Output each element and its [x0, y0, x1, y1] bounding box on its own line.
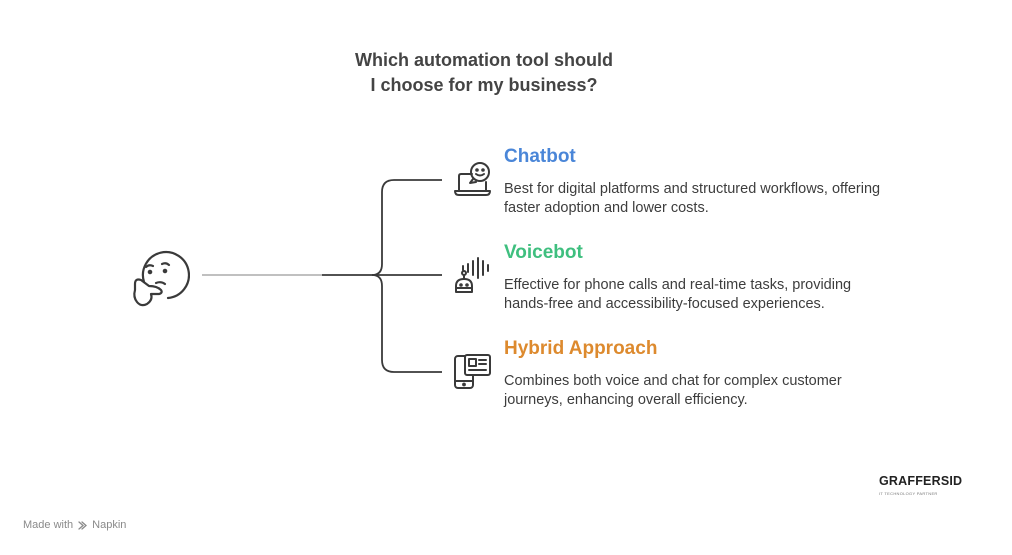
- desc-line: Combines both voice and chat for complex…: [504, 373, 842, 389]
- napkin-label: Napkin: [92, 519, 127, 531]
- napkin-logo-icon: [78, 520, 88, 530]
- robot-voice-icon: [455, 257, 489, 293]
- thinking-face-icon: [133, 250, 190, 307]
- branch-upper: [371, 179, 442, 276]
- desc-line: Best for digital platforms and structure…: [504, 181, 881, 197]
- desc-line: hands-free and accessibility-focused exp…: [504, 296, 825, 312]
- brand-tagline: IT TECHNOLOGY PARTNER: [879, 491, 938, 496]
- desc-line: faster adoption and lower costs.: [504, 200, 709, 216]
- branch-lower: [371, 274, 442, 373]
- desc-line: Effective for phone calls and real-time …: [504, 277, 852, 293]
- title-line-2: I choose for my business?: [370, 75, 598, 95]
- desc-line: journeys, enhancing overall efficiency.: [504, 392, 748, 408]
- phone-document-icon: [454, 354, 491, 389]
- graffersid-logo: GRAFFERSID IT TECHNOLOGY PARTNER: [879, 472, 969, 496]
- option-desc-chatbot: Best for digital platforms and structure…: [504, 180, 914, 218]
- made-with-label: Made with: [23, 519, 74, 531]
- option-title-chatbot: Chatbot: [504, 146, 576, 167]
- option-desc-hybrid: Combines both voice and chat for complex…: [504, 372, 914, 410]
- laptop-chat-icon: [454, 162, 491, 196]
- made-with-napkin[interactable]: Made with Napkin: [23, 519, 126, 531]
- option-title-hybrid: Hybrid Approach: [504, 338, 658, 359]
- brand-name: GRAFFERSID: [879, 474, 963, 488]
- option-title-voicebot: Voicebot: [504, 242, 583, 263]
- option-desc-voicebot: Effective for phone calls and real-time …: [504, 276, 914, 314]
- title-line-1: Which automation tool should: [355, 50, 613, 70]
- diagram-title: Which automation tool should I choose fo…: [284, 48, 684, 98]
